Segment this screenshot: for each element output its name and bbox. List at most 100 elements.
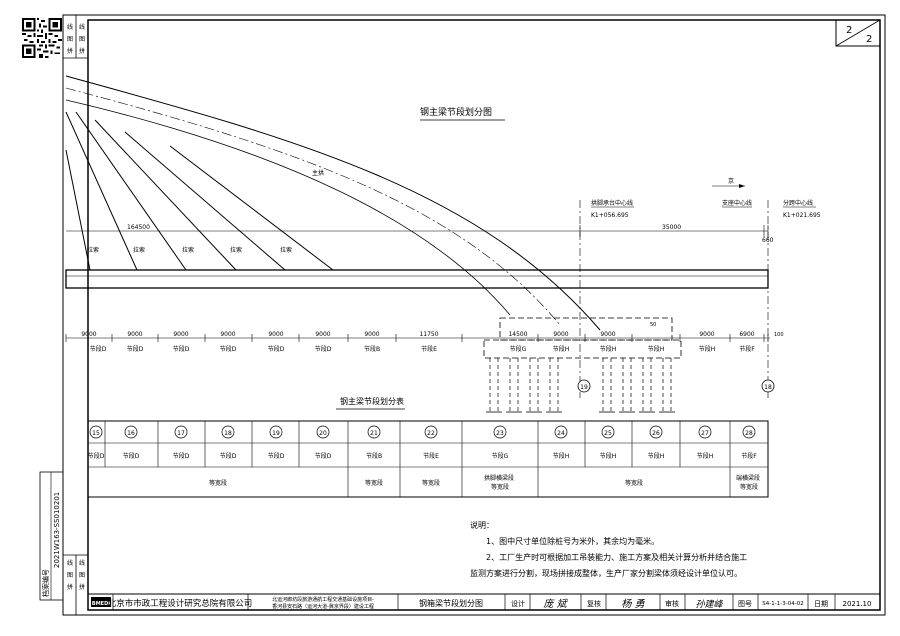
- ref3-name: 分跨中心线: [783, 199, 813, 207]
- tbl-num-3: 17: [177, 430, 185, 437]
- qr-code-icon: [22, 18, 62, 58]
- note-1: 1、图中尺寸单位除桩号为米外，其余均为毫米。: [486, 536, 659, 546]
- strip-top-1-a: 线: [67, 23, 73, 31]
- tbl-zone-4-line1: 拱脚横梁段: [484, 474, 514, 482]
- seg-dim-2: 9000: [127, 331, 142, 338]
- strip-top-1-c: 拼: [67, 47, 73, 55]
- direction-label: 京: [728, 177, 734, 185]
- tbl-type-12: 节段H: [648, 452, 665, 460]
- review-label: 审核: [665, 599, 679, 608]
- tbl-type-1: 节段D: [88, 452, 105, 460]
- tbl-num-13: 27: [701, 430, 709, 437]
- strip-top-2-a: 线: [79, 23, 85, 31]
- seg-dim-10: 9000: [553, 331, 568, 338]
- archive-no: 2021W163-SS010201: [53, 492, 61, 568]
- table-title: 钢主梁节段划分表: [340, 396, 404, 406]
- ref2-name: 支座中心线: [722, 199, 752, 207]
- outer-border: [62, 14, 886, 616]
- side-strip: 线 图 拼 线 图 拼 线 图 拼 线 图 拼 2021W163-SS01020…: [39, 15, 88, 615]
- elevation-title: 钢主梁节段划分图: [420, 106, 492, 118]
- tbl-num-10: 24: [557, 430, 565, 437]
- arch-centerline: [65, 87, 561, 326]
- tbl-zone-3: 等宽段: [422, 479, 440, 487]
- check-label: 复核: [587, 599, 601, 608]
- segment-dimension-line: [65, 334, 770, 342]
- cable-label-1: 拉索: [87, 246, 99, 254]
- seg-dim-6: 9000: [315, 331, 330, 338]
- strip-bot-1-b: 图: [67, 572, 73, 579]
- strip-bot-1-c: 拼: [67, 583, 73, 591]
- note-3: 监测方案进行分割，现场拼接成整体，生产厂家分割梁体须经设计单位认可。: [470, 568, 742, 578]
- tbl-type-14: 节段F: [741, 452, 757, 460]
- strip-bot-2-b: 图: [79, 572, 85, 579]
- cable-label-5: 拉索: [280, 246, 292, 254]
- design-label: 设计: [511, 599, 525, 608]
- seg-type-9: 节段G: [510, 345, 527, 353]
- drawing-no-label: 图号: [738, 600, 752, 608]
- tbl-type-6: 节段D: [315, 452, 332, 460]
- seg-dim-7: 9000: [364, 331, 379, 338]
- seg-dim-9: 14500: [508, 331, 527, 338]
- tbl-zone-1: 等宽段: [209, 479, 227, 487]
- sheet-total: 2: [866, 34, 872, 45]
- institute-name: 北京市市政工程设计研究总院有限公司: [108, 598, 253, 609]
- tbl-type-2: 节段D: [123, 452, 140, 460]
- ref1-name: 拱脚承台中心线: [591, 199, 633, 207]
- tbl-type-7: 节段B: [366, 452, 382, 460]
- check-signature: 杨 勇: [621, 598, 645, 610]
- svg-text:18: 18: [764, 384, 772, 391]
- strip-bot-2-a: 线: [79, 559, 85, 567]
- tbl-zone-6-line1: 端横梁段: [736, 474, 760, 482]
- tbl-type-5: 节段D: [268, 452, 285, 460]
- title-block: BMEDI 北京市市政工程设计研究总院有限公司 北运河廊坊段旅游通航工程交通基础…: [87, 593, 881, 611]
- seg-type-10: 节段H: [553, 345, 570, 353]
- tbl-type-9: 节段G: [492, 452, 509, 460]
- seg-type-4: 节段D: [220, 345, 237, 353]
- seg-type-2: 节段D: [127, 345, 144, 353]
- dim-top-164500: 164500: [127, 224, 150, 231]
- strip-bot-2-c: 拼: [79, 583, 85, 591]
- archive-label: 档案编号: [41, 569, 50, 597]
- tbl-num-4: 18: [224, 430, 232, 437]
- seg-type-12: 节段H: [648, 345, 665, 353]
- project-line-1: 北运河廊坊段旅游通航工程交通基础设施项目-: [272, 596, 374, 603]
- project-line-2: 香河县安石路（运河大道-冀京界段）建设工程: [272, 603, 374, 610]
- ref3-station: K1+021.695: [783, 212, 821, 219]
- svg-text:BMEDI: BMEDI: [92, 601, 110, 607]
- table-number-circles: [89, 425, 756, 439]
- tbl-num-2: 16: [127, 430, 135, 437]
- elevation-drawing: 钢主梁节段划分图 主拱 拉索 拉索 拉索 拉索 拉索 164500 35000 …: [65, 75, 821, 413]
- sheet-number-box: 2 2: [835, 19, 881, 47]
- main-arch-lower: [65, 99, 511, 316]
- seg-type-1: 节段D: [90, 345, 107, 353]
- note-2: 2、工厂生产时可根据加工吊装能力、施工方案及相关计算分析并结合施工: [486, 552, 747, 562]
- tbl-zone-4: 拱脚横梁段 等宽段: [484, 474, 516, 491]
- drawing-name: 钢箱梁节段划分图: [419, 598, 483, 608]
- segment-table: 钢主梁节段划分表 15: [87, 396, 769, 498]
- notes-title: 说明：: [470, 520, 494, 530]
- tbl-type-13: 节段H: [697, 452, 714, 460]
- date-label: 日期: [814, 600, 828, 608]
- seg-type-7: 节段B: [364, 345, 380, 353]
- tbl-zone-2: 等宽段: [365, 479, 383, 487]
- ref1-station: K1+056.695: [591, 212, 629, 219]
- axis-marker-19: [577, 379, 591, 393]
- seg-type-6: 节段D: [315, 345, 332, 353]
- cable-label-3: 拉索: [182, 246, 194, 254]
- tbl-num-11: 25: [604, 430, 612, 437]
- seg-dim-8: 11750: [419, 331, 438, 338]
- cable-label-2: 拉索: [133, 246, 145, 254]
- seg-type-14: 节段F: [739, 345, 755, 353]
- seg-dim-3: 9000: [173, 331, 188, 338]
- dim-top-660: 660: [762, 237, 774, 244]
- small-dim-50: 50: [650, 322, 656, 328]
- tbl-zone-6: 端横梁段 等宽段: [736, 474, 762, 491]
- seg-type-5: 节段D: [268, 345, 285, 353]
- svg-text:19: 19: [580, 384, 588, 391]
- tbl-num-14: 28: [745, 430, 753, 437]
- seg-type-8: 节段E: [421, 345, 437, 353]
- dim-top-35000: 35000: [662, 224, 681, 231]
- tbl-zone-4-line2: 等宽段: [491, 483, 509, 491]
- seg-dim-11: 9000: [600, 331, 615, 338]
- seg-dim-14: 100: [774, 332, 784, 338]
